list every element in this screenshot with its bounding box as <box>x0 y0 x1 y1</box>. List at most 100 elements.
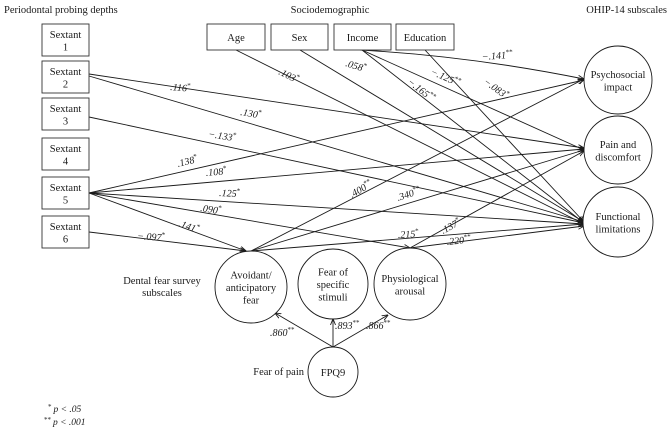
periodontal-group-title: Periodontal probing depths <box>4 5 118 16</box>
path-s5-physio: .090* <box>88 192 410 248</box>
node-label: fear <box>243 296 260 307</box>
node-label: 3 <box>63 116 68 127</box>
significance-mark: ** <box>463 232 471 241</box>
node-box <box>270 23 329 51</box>
significance-mark: ** <box>505 48 513 57</box>
coefficient-value: −.083 <box>481 77 507 100</box>
coefficient-value: −.133 <box>208 129 234 144</box>
path-coefficient: .103* <box>277 65 302 86</box>
node-label: Sextant <box>50 67 82 78</box>
legend-text: p < .05 <box>53 405 82 415</box>
path-coefficient: −.097* <box>137 229 166 244</box>
path-coefficient: .340** <box>395 184 423 204</box>
significance-mark: ** <box>288 326 296 334</box>
node-box <box>206 23 266 51</box>
node-label: Sextant <box>50 144 82 155</box>
arrow-line <box>88 149 584 194</box>
path-coefficient: .058* <box>344 56 368 75</box>
node-label: Psychosocial <box>591 70 646 81</box>
path-s5-pain: .108* <box>88 149 584 194</box>
significance-mark: * <box>193 152 199 161</box>
node-label: 5 <box>63 195 68 206</box>
node-box <box>41 97 90 131</box>
arrow-line <box>88 116 584 223</box>
arrow-line <box>250 79 584 252</box>
coefficient-value: .103 <box>277 67 298 85</box>
arrow-line <box>88 192 410 248</box>
coefficient-value: .893 <box>335 321 353 332</box>
node-label: Fear of <box>318 268 349 279</box>
significance-mark: * <box>232 131 237 140</box>
node-circle <box>373 247 447 321</box>
significance-mark: * <box>187 81 192 89</box>
coefficient-value: .141 <box>177 218 197 234</box>
node-age: Age <box>206 23 266 51</box>
node-box <box>333 23 392 51</box>
coefficient-value: −.125 <box>429 67 456 87</box>
nodes-layer: Sextant1Sextant2Sextant3Sextant4Sextant5… <box>41 23 654 398</box>
node-box <box>41 137 90 171</box>
path-sex-func: .058* <box>299 49 584 222</box>
path-s2-func: .130* <box>88 75 584 222</box>
node-box <box>41 176 90 210</box>
path-coefficient: .108* <box>205 164 228 179</box>
arrow-line <box>235 49 584 224</box>
node-label: Avoidant/ <box>230 271 271 282</box>
node-box <box>41 23 90 57</box>
arrow-line <box>88 73 584 148</box>
node-label: anticipatory <box>226 283 277 294</box>
path-coefficient: .125* <box>219 186 241 200</box>
arrow-line <box>424 49 584 222</box>
node-fpq9: FPQ9 <box>307 346 359 398</box>
significance-mark: * <box>504 89 512 98</box>
arrow-line <box>250 150 584 252</box>
arrow-line <box>88 75 584 222</box>
path-s5-psych: .138* <box>88 80 584 194</box>
significance-mark: * <box>258 108 263 117</box>
ohip-group-title: OHIP-14 subscales <box>586 5 667 16</box>
path-coefficient: .137* <box>438 215 463 237</box>
coefficient-value: .116 <box>170 82 188 94</box>
significance-mark: * <box>295 73 302 82</box>
coefficient-value: .866 <box>366 321 384 332</box>
dental-fear-group-title-line2: subscales <box>142 288 182 299</box>
node-circle <box>297 248 369 320</box>
path-coefficient: .090* <box>200 201 223 217</box>
path-coefficient: .220** <box>446 232 472 248</box>
path-income-pain: −.125 ** <box>361 49 584 150</box>
path-coefficient: .116* <box>170 80 192 95</box>
node-label: discomfort <box>595 152 641 163</box>
node-label: Sextant <box>50 30 82 41</box>
node-label: Sextant <box>50 222 82 233</box>
node-label: arousal <box>395 286 425 297</box>
arrow-line <box>359 49 584 79</box>
coefficient-value: .125 <box>219 188 237 200</box>
sociodemographic-group-title: Sociodemographic <box>291 5 370 16</box>
dental-fear-group-title-line1: Dental fear survey <box>123 276 201 287</box>
significance-mark: ** <box>353 319 361 327</box>
coefficient-value: −.097 <box>137 231 163 244</box>
node-label: Education <box>404 33 447 44</box>
node-label: Physiological <box>381 274 438 285</box>
path-physio-func: .220** <box>409 226 584 249</box>
legend-text: p < .001 <box>52 418 86 428</box>
coefficient-value: .130 <box>239 107 258 121</box>
path-income-psych: −.141** <box>359 48 584 79</box>
path-avoid-func: .215* <box>250 224 584 252</box>
path-physio-pain: .137* <box>409 151 584 249</box>
significance-mark: ** <box>384 319 392 327</box>
node-circle <box>583 115 653 185</box>
significance-legend: *p < .05 **p < .001 <box>44 403 86 428</box>
node-label: Sextant <box>50 104 82 115</box>
arrow-line <box>361 49 584 150</box>
significance-mark: * <box>161 231 166 239</box>
